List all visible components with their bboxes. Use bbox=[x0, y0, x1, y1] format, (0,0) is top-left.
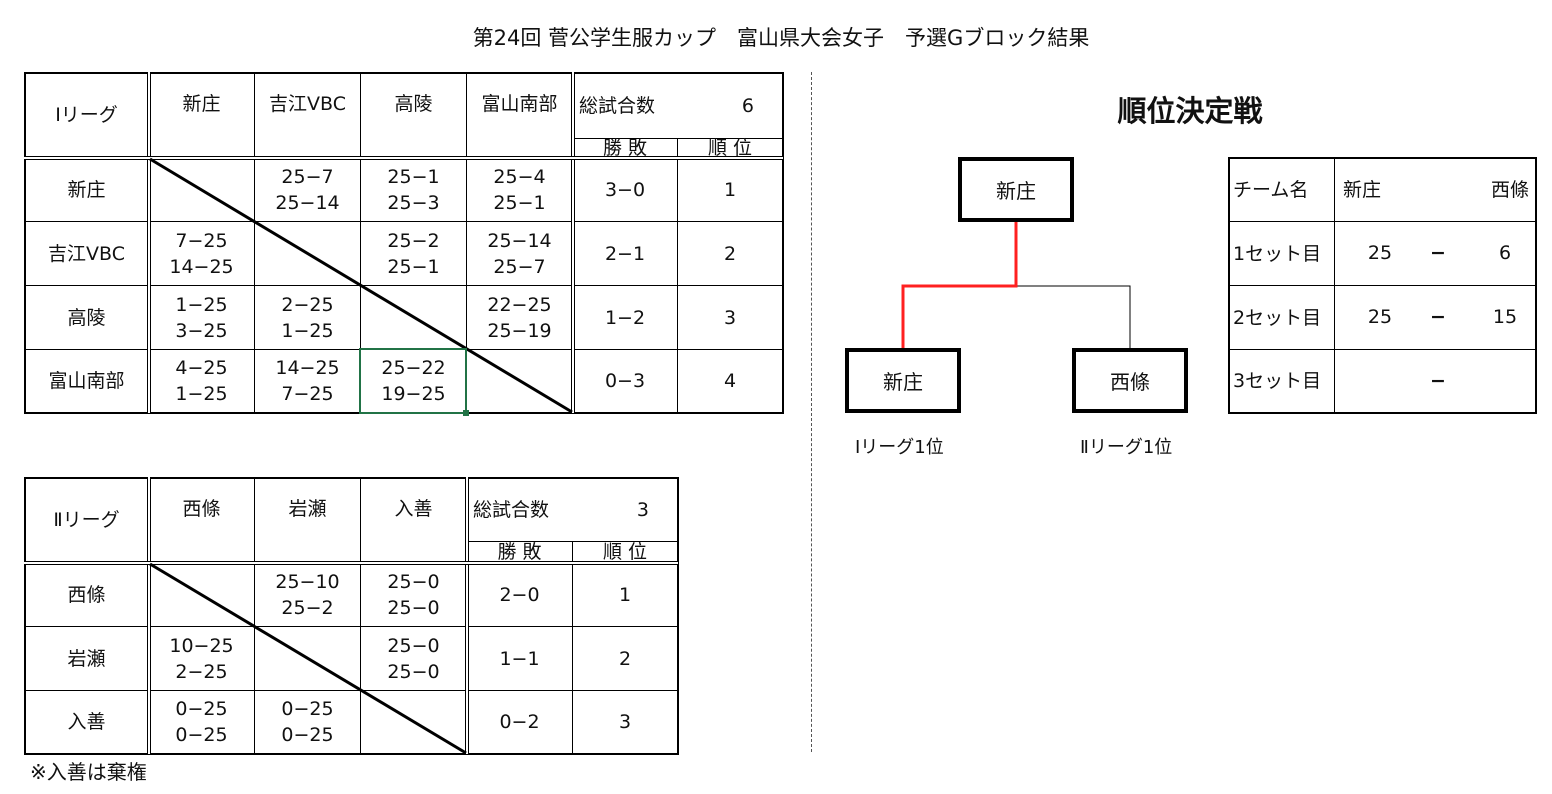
bracket-left-team-box: 新庄 bbox=[845, 348, 961, 413]
cell-text: 1 bbox=[618, 583, 632, 606]
set-score: 25 − 15 bbox=[1334, 285, 1536, 350]
selected-cell bbox=[359, 348, 469, 416]
score-b: 15 bbox=[1492, 306, 1518, 328]
set-label: 3セット目 bbox=[1228, 349, 1335, 413]
cell-text: 1 bbox=[723, 178, 737, 201]
final-team-team_b: 西條 bbox=[1490, 178, 1529, 201]
score-b: 6 bbox=[1498, 242, 1512, 264]
score-a: 25 bbox=[1367, 306, 1393, 328]
cell-text: 1セット目 bbox=[1233, 242, 1322, 265]
cell-text: 吉江VBC bbox=[269, 93, 346, 115]
forfeit-note: ※入善は棄権 bbox=[30, 760, 147, 784]
cell-text: 1−2 bbox=[604, 306, 646, 329]
set-score: 25 − 6 bbox=[1334, 221, 1536, 286]
cell-text: 岩瀬 bbox=[288, 498, 327, 520]
score-a: 25 bbox=[1367, 242, 1393, 264]
bracket-winner-line bbox=[901, 221, 1018, 350]
page-divider bbox=[811, 72, 812, 752]
cell-text: チーム名 bbox=[1233, 178, 1309, 201]
cell-text: 3−0 bbox=[604, 178, 646, 201]
cell-text: 1−1 bbox=[499, 647, 540, 670]
total-games-label: 総試合数 bbox=[473, 498, 550, 521]
cell-text: 岩瀬 bbox=[67, 647, 106, 670]
set-label: 2セット目 bbox=[1228, 285, 1335, 350]
cell-text: 2 bbox=[723, 242, 737, 265]
bracket-right-team-box: 西條 bbox=[1072, 348, 1188, 413]
cell-text: 順 位 bbox=[707, 137, 753, 159]
cell-text: 0−2 bbox=[499, 711, 540, 733]
score-dash: − bbox=[1430, 242, 1446, 264]
total-games-value: 3 bbox=[636, 498, 649, 521]
set-score: − bbox=[1334, 349, 1536, 413]
cell-text: 高陵 bbox=[67, 306, 106, 329]
cell-text: 新庄 bbox=[67, 178, 106, 201]
final-teams-header: 新庄 西條 bbox=[1334, 157, 1536, 222]
page-title: 第24回 菅公学生服カップ 富山県大会女子 予選Gブロック結果 bbox=[472, 26, 1090, 50]
cell-text: 吉江VBC bbox=[48, 242, 125, 265]
total-games-value: 6 bbox=[741, 94, 754, 117]
team-name-header: チーム名 bbox=[1228, 157, 1335, 222]
final-team-team_a: 新庄 bbox=[1343, 178, 1382, 201]
cell-text: 高陵 bbox=[394, 93, 433, 115]
cell-text: 勝 敗 bbox=[497, 541, 542, 563]
score-dash: − bbox=[1430, 370, 1446, 392]
score-dash: − bbox=[1430, 306, 1446, 328]
cell-text: 2−1 bbox=[604, 242, 646, 265]
cell-text: 新庄 bbox=[182, 93, 221, 115]
cell-text: 0−3 bbox=[604, 370, 646, 392]
set-label: 1セット目 bbox=[1228, 221, 1335, 286]
cell-text: 富山南部 bbox=[48, 370, 125, 392]
cell-text: 2セット目 bbox=[1233, 306, 1322, 329]
cell-text: 富山南部 bbox=[481, 93, 558, 115]
left-team-caption: Ⅰリーグ1位 bbox=[855, 437, 944, 458]
right-team-caption: Ⅱリーグ1位 bbox=[1080, 437, 1173, 458]
cell-text: 3セット目 bbox=[1233, 370, 1322, 392]
cell-text: 2−0 bbox=[499, 583, 540, 606]
cell-text: 4 bbox=[723, 370, 737, 392]
cell-text: 西條 bbox=[67, 583, 106, 606]
cell-text: 2 bbox=[618, 647, 632, 670]
cell-text: 勝 敗 bbox=[602, 137, 648, 159]
final-title: 順位決定戦 bbox=[1117, 94, 1263, 128]
bracket-loser-line bbox=[1016, 285, 1131, 350]
cell-text: 3 bbox=[723, 306, 737, 329]
total-games-label: 総試合数 bbox=[579, 94, 656, 117]
cell-text: 入善 bbox=[394, 498, 433, 520]
cell-text: Ⅱリーグ bbox=[53, 509, 120, 531]
cell-text: 順 位 bbox=[602, 541, 648, 563]
cell-text: 3 bbox=[618, 711, 632, 733]
bracket-winner-box: 新庄 bbox=[958, 157, 1074, 222]
cell-text: 入善 bbox=[67, 711, 106, 733]
cell-text: Ⅰリーグ bbox=[55, 104, 118, 126]
cell-text: 西條 bbox=[182, 498, 221, 520]
